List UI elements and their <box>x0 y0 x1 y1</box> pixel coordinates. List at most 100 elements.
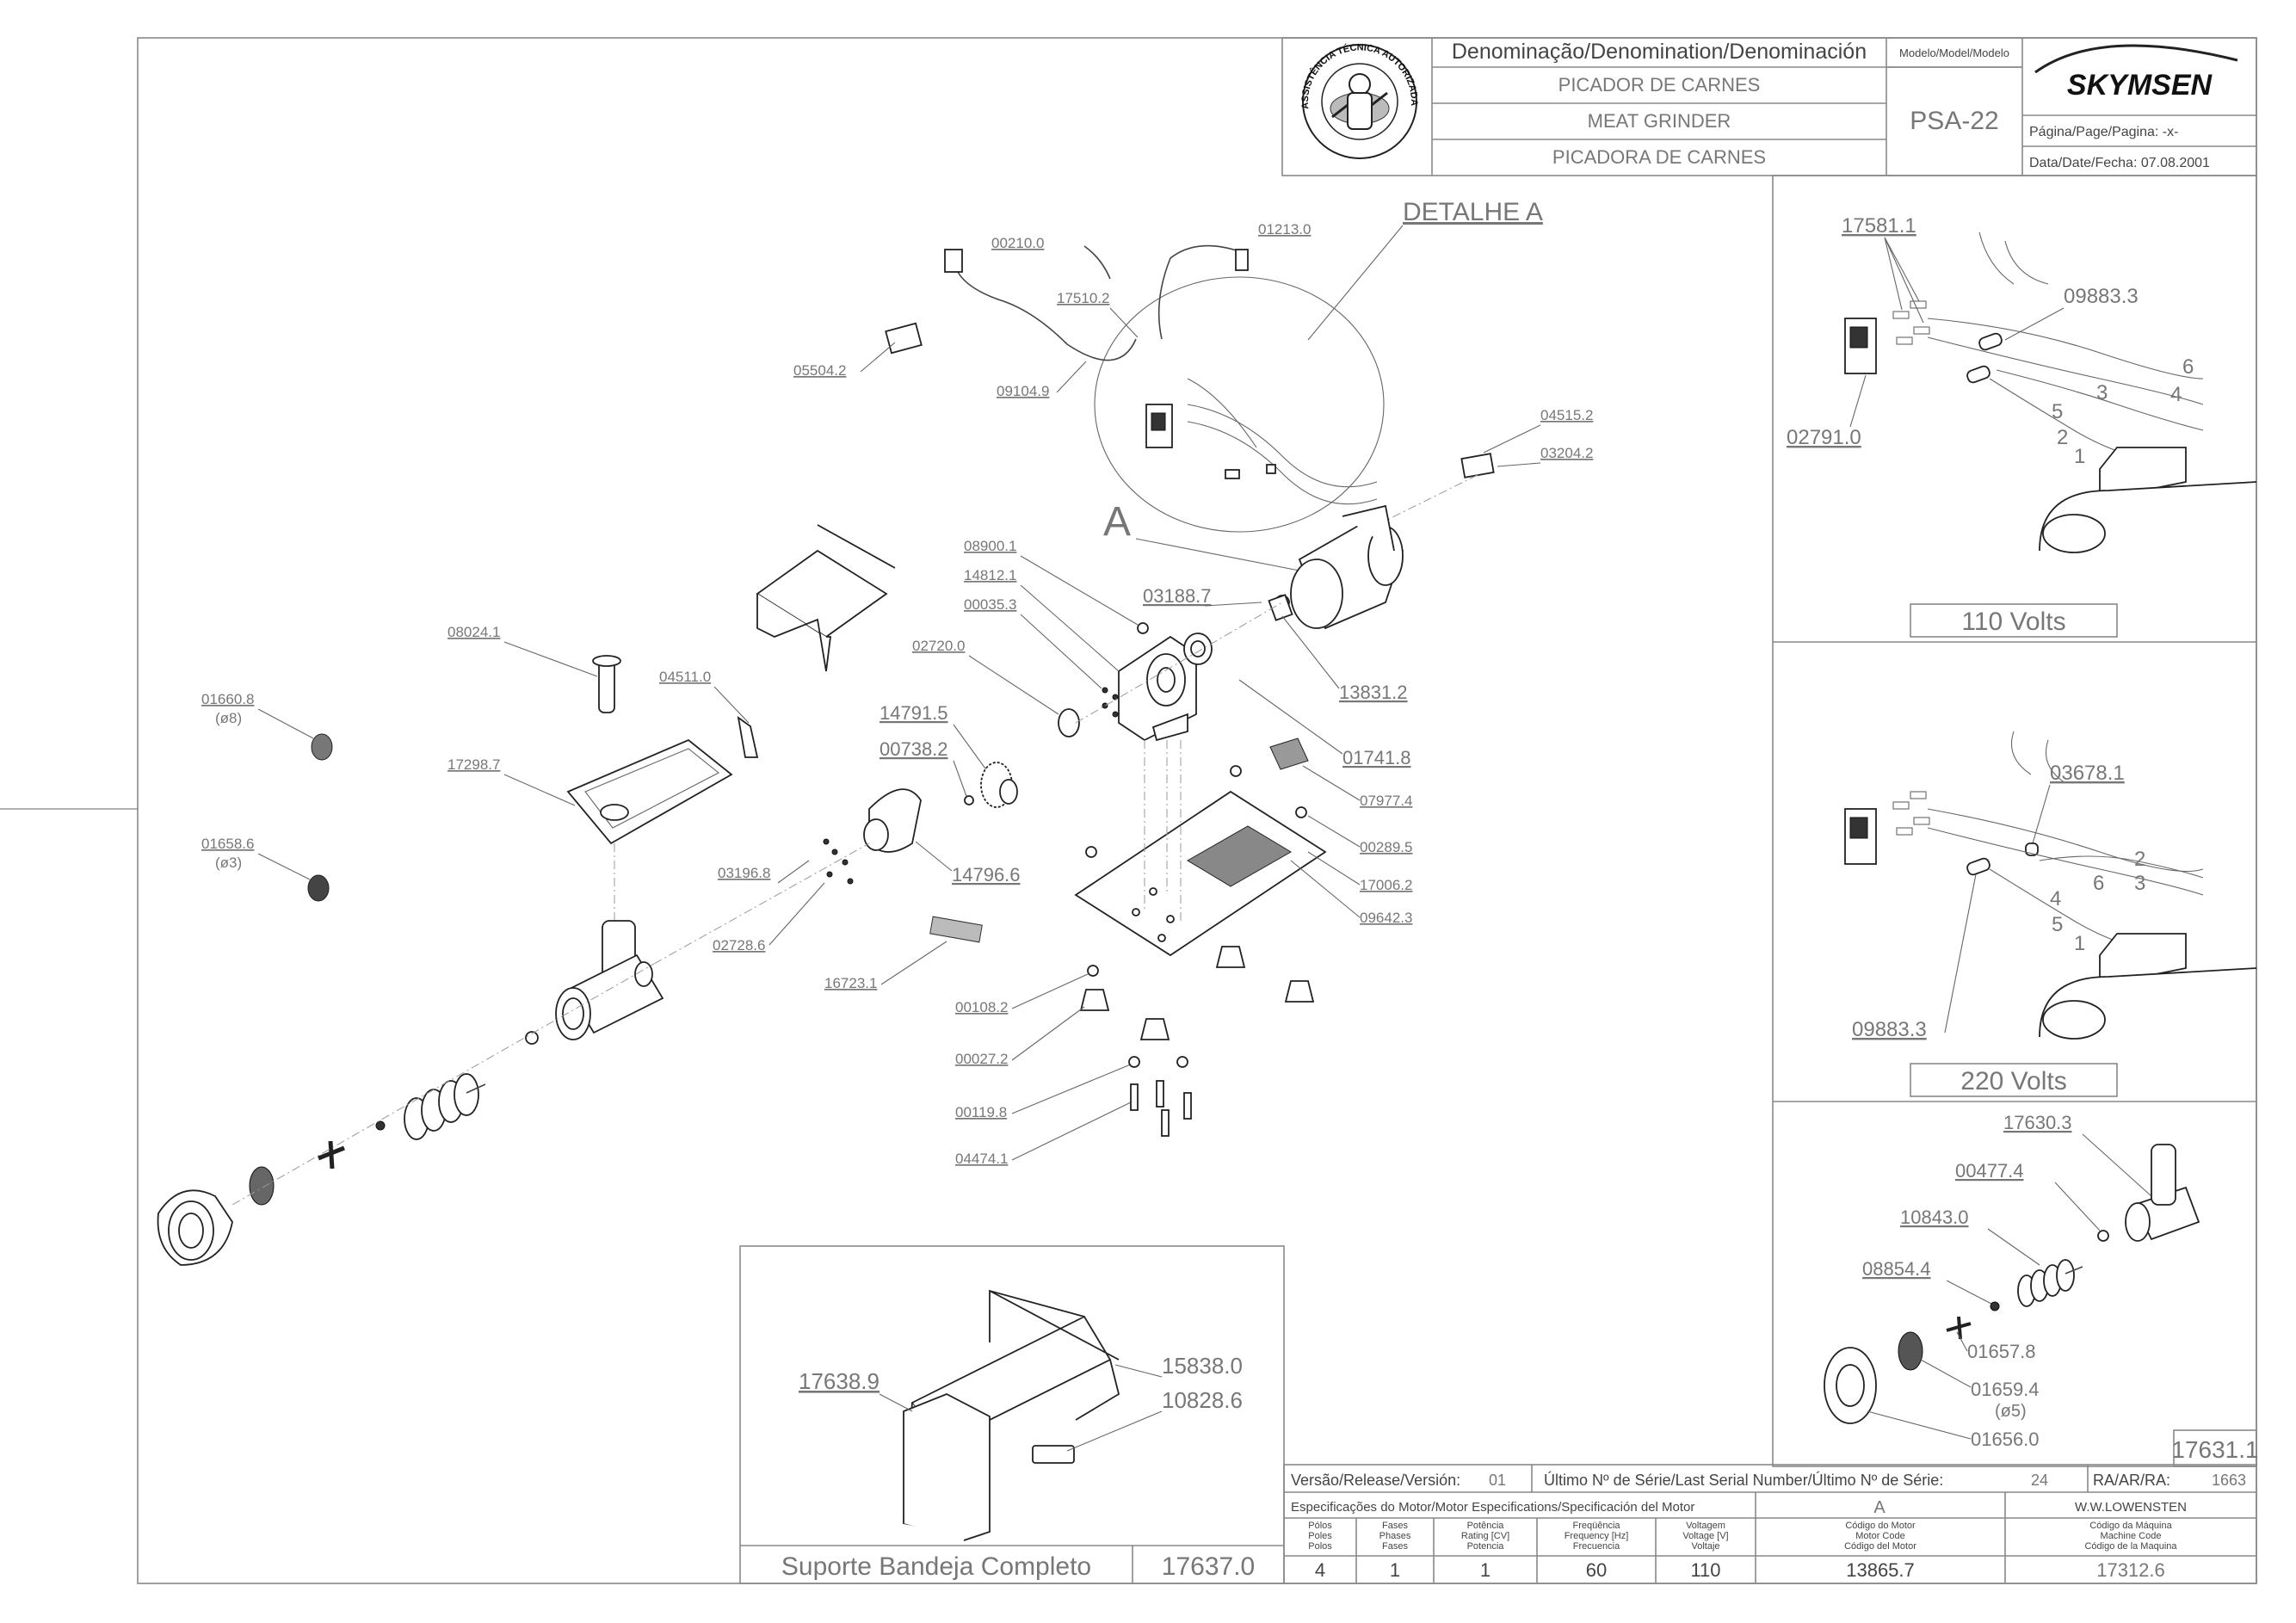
poles-value: 4 <box>1315 1559 1325 1581</box>
part-08900-label: 08900.1 <box>964 538 1016 554</box>
wire-number: 5 <box>2052 913 2063 936</box>
part-00477-label: 00477.4 <box>1955 1160 2024 1182</box>
part-03188-label: 03188.7 <box>1143 585 1212 607</box>
detail-a-title: DETALHE A <box>1403 198 1543 226</box>
ra-value: 1663 <box>2212 1472 2246 1489</box>
part-02720-label: 02720.0 <box>912 638 965 654</box>
motor-spec-label: Especificações do Motor/Motor Especifica… <box>1291 1500 1694 1515</box>
spec-header-line: Fases <box>1382 1541 1408 1552</box>
worm-screw-small <box>2017 1259 2083 1307</box>
spec-header-line: Fases <box>1382 1521 1408 1531</box>
spec-header-line: Frecuencia <box>1573 1541 1620 1552</box>
spec-header-line: Código del Motor <box>1844 1541 1916 1552</box>
frequency-value: 60 <box>1586 1559 1607 1581</box>
spec-header-line: Potencia <box>1467 1541 1505 1552</box>
spec-header-line: Voltage [V] <box>1682 1531 1728 1541</box>
spec-header-line: Código do Motor <box>1845 1521 1916 1531</box>
wire-number: 1 <box>2074 932 2085 955</box>
part-15838-label: 15838.0 <box>1162 1353 1243 1379</box>
denomination-header: Denominação/Denomination/Denominación <box>1452 40 1867 64</box>
tray-support-panel: 17638.9 15838.0 10828.6 Suporte Bandeja … <box>739 1245 1285 1584</box>
part-03678-label: 03678.1 <box>2050 762 2125 785</box>
name-en: MEAT GRINDER <box>1588 110 1731 132</box>
gearbox-housing <box>1118 635 1197 742</box>
wire-number: 4 <box>2050 887 2061 910</box>
part-00108-label: 00108.2 <box>955 999 1008 1015</box>
wire-number: 4 <box>2170 383 2182 406</box>
wire-number: 3 <box>2096 381 2108 404</box>
model-code: PSA-22 <box>1910 107 1998 135</box>
part-00210-label: 00210.0 <box>991 235 1044 251</box>
date-info: Data/Date/Fecha: 07.08.2001 <box>2029 156 2210 170</box>
part-04474-label: 04474.1 <box>955 1151 1008 1167</box>
part-00027-label: 00027.2 <box>955 1051 1008 1067</box>
part-17638-label: 17638.9 <box>799 1368 880 1394</box>
spec-header-line: Voltaje <box>1691 1541 1719 1552</box>
name-pt: PICADOR DE CARNES <box>1558 74 1761 96</box>
serial-tag <box>929 916 983 943</box>
spec-header-line: Pólos <box>1308 1521 1332 1531</box>
version-value: 01 <box>1489 1472 1506 1489</box>
part-01660-label: 01660.8 <box>201 691 254 707</box>
kit-code: 17631.1 <box>2171 1436 2258 1463</box>
spec-header-line: Motor Code <box>1855 1531 1904 1541</box>
tray-support-code: 17637.0 <box>1162 1552 1255 1581</box>
main-exploded-view: DETALHE A A 00210.0 01213.0 17510.2 0550… <box>157 198 1593 1266</box>
detail-panels-frame <box>1772 175 2257 1467</box>
tray-support-name: Suporte Bandeja Completo <box>781 1552 1091 1581</box>
motor-spec-block: Versão/Release/Versión: 01 Último Nº de … <box>1283 1464 2257 1584</box>
wire-number: 1 <box>2074 445 2085 468</box>
part-08854-label: 08854.4 <box>1862 1258 1931 1280</box>
spec-header-line: Phases <box>1379 1531 1411 1541</box>
machine-code-value: 17312.6 <box>2096 1559 2165 1581</box>
volts-110-label: 110 Volts <box>1961 608 2065 636</box>
serial-value: 24 <box>2031 1472 2048 1489</box>
detail-a-marker: A <box>1103 499 1131 545</box>
part-14796-label: 14796.6 <box>952 864 1021 886</box>
spec-header-line: Polos <box>1308 1541 1332 1552</box>
part-05504-label: 05504.2 <box>793 362 846 379</box>
part-04515-label: 04515.2 <box>1540 407 1593 423</box>
part-10828-label: 10828.6 <box>1162 1387 1243 1413</box>
column-a: A <box>1873 1498 1886 1517</box>
spec-header-line: Machine Code <box>2101 1531 2162 1541</box>
part-17006-label: 17006.2 <box>1360 877 1412 893</box>
part-00738-label: 00738.2 <box>880 738 948 760</box>
panel-110-volts: 17581.1 09883.3 6 3 4 5 2 1 02791.0 110 … <box>1787 214 2257 638</box>
part-13831-label: 13831.2 <box>1339 682 1408 703</box>
part-09642-label: 09642.3 <box>1360 910 1412 926</box>
part-09883-label-110: 09883.3 <box>2064 285 2139 308</box>
motor <box>1275 504 1404 630</box>
version-label: Versão/Release/Versión: <box>1291 1472 1460 1489</box>
part-00289-label: 00289.5 <box>1360 839 1412 855</box>
title-block: ASSISTÊNCIA TÉCNICA AUTORIZADA Denominaç… <box>1281 37 2257 176</box>
technical-assistance-seal: ASSISTÊNCIA TÉCNICA AUTORIZADA <box>1300 42 1419 159</box>
spec-header-line: Código de la Maquina <box>2084 1541 2177 1552</box>
part-04511-label: 04511.0 <box>659 669 711 685</box>
part-01658-label: 01658.6 <box>201 836 254 852</box>
wire-number: 3 <box>2134 872 2145 895</box>
spec-header-line: Voltagem <box>1686 1521 1725 1531</box>
grinder-body <box>555 920 664 1040</box>
spec-header-line: Frequency [Hz] <box>1565 1531 1629 1541</box>
part-10843-label: 10843.0 <box>1900 1206 1969 1228</box>
part-17510-label: 17510.2 <box>1057 290 1109 306</box>
phases-value: 1 <box>1390 1559 1400 1581</box>
spec-header-line: Poles <box>1308 1531 1332 1541</box>
skymsen-logo: SKYMSEN <box>2034 44 2238 102</box>
part-01658-diameter: (ø3) <box>215 855 242 871</box>
panel-220-volts: 03678.1 2 6 3 4 5 1 09883.3 220 Volts <box>1844 731 2257 1097</box>
part-01657-label: 01657.8 <box>1967 1341 2036 1362</box>
wire-number: 2 <box>2134 848 2145 871</box>
base-plate <box>1074 790 1327 957</box>
part-17298-label: 17298.7 <box>447 756 500 773</box>
serial-label: Último Nº de Série/Last Serial Number/Úl… <box>1544 1471 1943 1489</box>
detail-a-circle <box>1094 276 1385 533</box>
part-17630-label: 17630.3 <box>2003 1112 2072 1133</box>
part-14812-label: 14812.1 <box>964 567 1016 583</box>
part-17581-label: 17581.1 <box>1842 214 1916 238</box>
wire-number: 6 <box>2182 355 2194 379</box>
part-01659-diameter: (ø5) <box>1995 1402 2027 1421</box>
ra-label: RA/AR/RA: <box>2093 1472 2170 1489</box>
